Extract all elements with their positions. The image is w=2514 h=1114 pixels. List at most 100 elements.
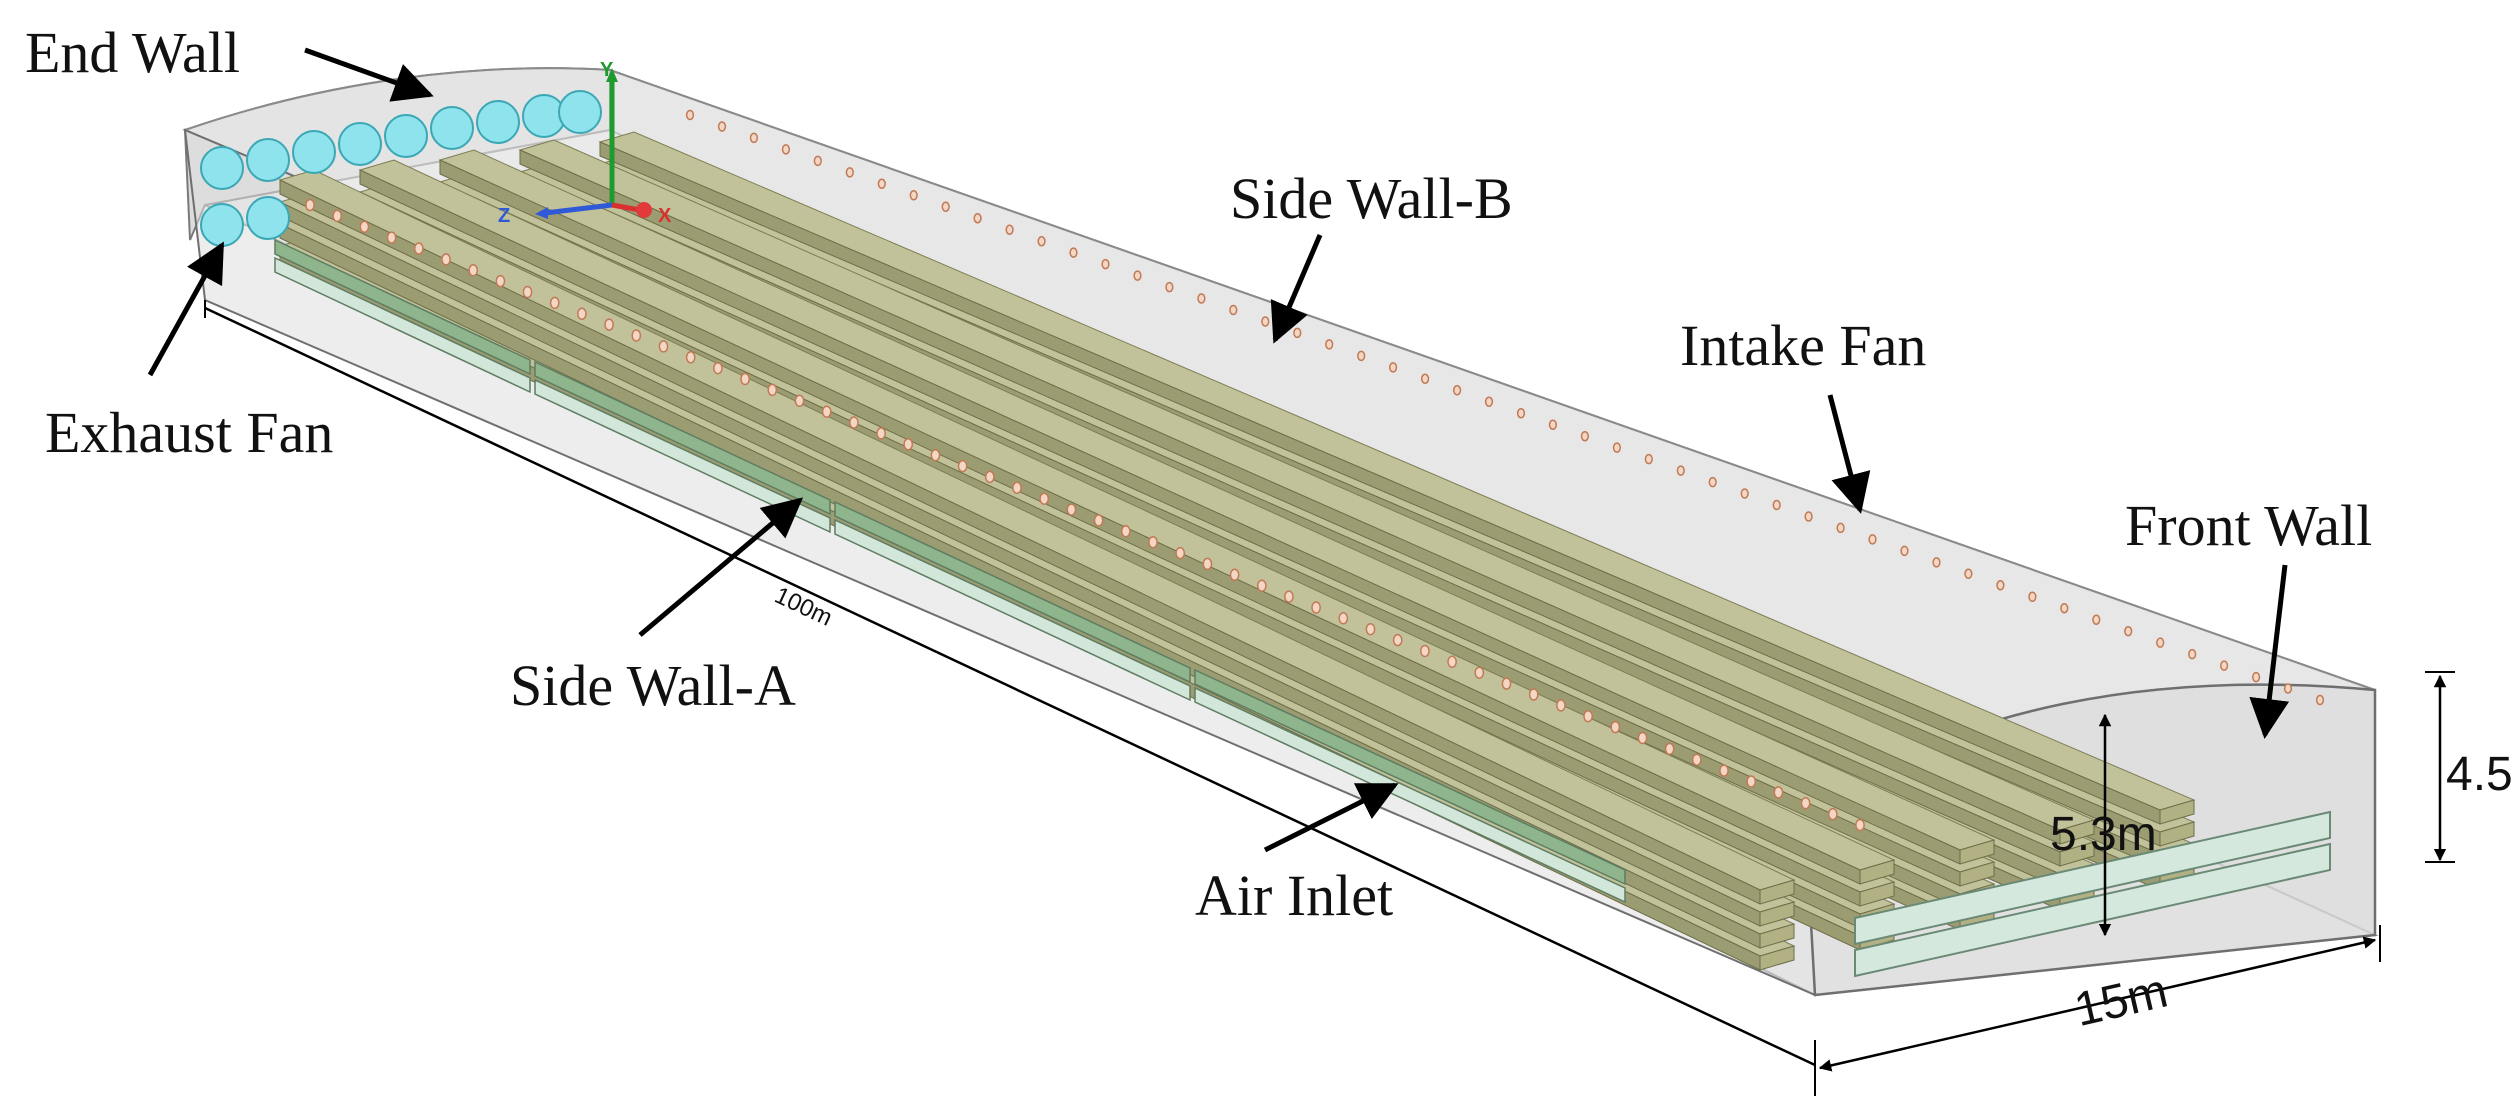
intake-fan — [2092, 614, 2101, 625]
intake-fan — [332, 209, 343, 223]
axis-y-label: Y — [600, 59, 614, 81]
intake-fan — [1612, 442, 1622, 453]
intake-fan — [821, 405, 832, 418]
exhaust-fan — [292, 130, 336, 174]
intake-fan — [2188, 648, 2197, 660]
exhaust-fan — [200, 203, 244, 247]
intake-fan — [903, 438, 914, 451]
air-inlets — [274, 238, 1626, 904]
air-inlet-strip — [534, 360, 831, 516]
intake-fan — [1484, 396, 1494, 408]
bench-slab-end — [1959, 839, 1995, 865]
intake-fan — [1804, 511, 1813, 522]
bench-slab-end — [1759, 923, 1795, 949]
bench-slab-end — [1759, 901, 1795, 927]
exhaust-fan — [200, 146, 244, 190]
intake-fan — [577, 307, 587, 321]
intake-fan — [2124, 625, 2133, 637]
intake-fan — [1868, 534, 1877, 545]
intake-fan — [767, 383, 778, 397]
intake-fan — [1583, 709, 1593, 723]
bench-slab-end — [1759, 879, 1795, 905]
intake-fan — [685, 351, 696, 364]
intake-fan — [1516, 407, 1526, 419]
intake-fan — [359, 220, 370, 234]
intake-fan — [1120, 525, 1131, 538]
intake-fan — [1773, 786, 1784, 799]
intake-fan — [1261, 316, 1270, 327]
intake-fan — [1338, 612, 1349, 625]
intake-fan — [658, 340, 669, 353]
intake-fan — [305, 198, 315, 212]
bench-slab-end — [2159, 799, 2195, 825]
intake-fan — [495, 274, 506, 288]
intake-fan — [1420, 644, 1430, 658]
intake-fan — [2315, 694, 2325, 706]
axis-x-label: X — [658, 205, 672, 227]
intake-fan — [2283, 683, 2293, 694]
intake-fan — [2156, 637, 2165, 648]
intake-fan — [1365, 622, 1376, 636]
exhaust-fan — [246, 138, 290, 182]
intake-fan — [1501, 677, 1512, 690]
intake-fan — [1676, 465, 1685, 476]
exhaust-fan — [338, 122, 382, 166]
intake-fan — [1039, 492, 1050, 505]
width-dimension: 15m — [2070, 964, 2173, 1037]
intake-fan — [1325, 339, 1334, 350]
intake-fan — [1093, 514, 1104, 527]
exhaust-fan — [558, 90, 602, 134]
intake-fan — [1827, 807, 1838, 821]
intake-fan — [740, 372, 750, 386]
intake-fan — [781, 144, 791, 155]
intake-fan — [1691, 753, 1702, 766]
intake-fan — [1644, 453, 1653, 465]
intake-fan — [930, 448, 941, 462]
exhaust-fan — [384, 114, 428, 158]
exhaust-fan-label: Exhaust Fan — [45, 400, 333, 465]
intake-fan — [941, 201, 950, 213]
intake-fan — [1148, 535, 1158, 549]
intake-fan — [2060, 602, 2069, 614]
exhaust-fan — [430, 106, 474, 150]
intake-fan — [549, 296, 560, 310]
intake-fan — [1664, 742, 1675, 756]
intake-fan — [1740, 488, 1749, 499]
bench-slab-end — [2059, 841, 2095, 867]
intake-fan — [1772, 499, 1781, 511]
wall-height-dimension: 4.5m — [2446, 748, 2514, 801]
intake-fan — [1388, 362, 1398, 373]
intake-fans — [305, 109, 2325, 832]
intake-fan — [2219, 660, 2229, 671]
intake-fan — [957, 459, 968, 473]
intake-fan — [1420, 373, 1430, 385]
intake-fan — [877, 178, 886, 190]
intake-fan — [849, 416, 859, 429]
bench-slab-end — [1859, 881, 1895, 907]
coordinate-axes: Y Z X — [498, 59, 672, 227]
air-inlet-strip — [1194, 668, 1626, 886]
intake-fan — [973, 212, 982, 224]
intake-fan — [413, 242, 424, 255]
bench-slab-end — [1759, 945, 1795, 971]
intake-fan — [1556, 699, 1566, 712]
intake-fan — [1066, 503, 1077, 516]
intake-fan — [1293, 327, 1302, 339]
intake-fan — [876, 427, 886, 440]
intake-fan — [1357, 350, 1366, 362]
intake-fan — [1708, 476, 1717, 488]
intake-fan — [441, 253, 451, 266]
exhaust-fan — [476, 100, 520, 144]
bench-slab-end — [2159, 821, 2195, 847]
intake-fan — [1836, 522, 1845, 534]
intake-fan — [386, 231, 397, 244]
bench-slab-end — [2059, 819, 2095, 845]
intake-fan — [1202, 557, 1213, 571]
intake-fan — [845, 167, 854, 178]
intake-fan — [1447, 655, 1457, 669]
intake-fan — [749, 132, 759, 144]
ridge-height-dimension: 5.3m — [2050, 808, 2157, 861]
intake-fan — [604, 318, 614, 331]
